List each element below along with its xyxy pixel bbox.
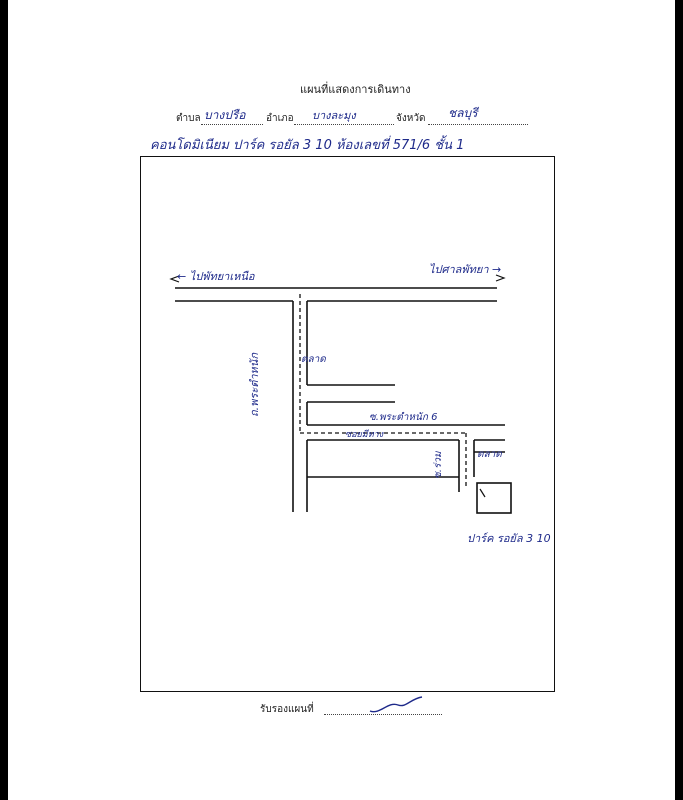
certify-dots: [324, 714, 442, 715]
page-title: แผนที่แสดงการเดินทาง: [300, 83, 411, 96]
vertical-road-label: ถ.พระตำหนัก: [248, 353, 261, 417]
province-label: จังหวัด: [396, 113, 426, 124]
document-page: แผนที่แสดงการเดินทาง ตำบล บางปรือ อำเภอ …: [8, 0, 675, 800]
place-label-1: ตลาด: [301, 354, 326, 365]
district-label: อำเภอ: [266, 113, 294, 124]
subdistrict-value: บางปรือ: [204, 108, 246, 122]
soi-sub-label: ซอยมีทาง: [345, 430, 384, 440]
province-value: ชลบุรี: [448, 106, 478, 120]
arrow-to-building-icon: [479, 488, 486, 498]
subdistrict-label: ตำบล: [176, 113, 201, 124]
subdistrict-dots: [201, 124, 263, 125]
address-line: คอนโดมิเนียม ปาร์ค รอยัล 3 10 ห้องเลขที่…: [150, 138, 465, 153]
destination-label: ปาร์ค รอยัล 3 10: [467, 532, 551, 545]
route-map: [169, 274, 512, 514]
small-soi-label: ซ.ร่วม: [433, 451, 444, 479]
signature: [369, 696, 423, 713]
province-dots: [428, 124, 528, 125]
district-value: บางละมุง: [312, 109, 356, 122]
arrow-left-icon: [169, 275, 180, 283]
road-right-label: ไปศาลพัทยา →: [429, 263, 502, 276]
road-left-label: ← ไปพัทยาเหนือ: [177, 270, 255, 283]
soi-label: ซ.พระตำหนัก 6: [369, 412, 438, 423]
certify-label: รับรองแผนที่: [260, 704, 314, 715]
district-dots: [294, 124, 394, 125]
arrow-right-icon: [495, 274, 506, 282]
map-frame: ← ไปพัทยาเหนือ ไปศาลพัทยา → ถ.พระตำหนัก …: [140, 156, 555, 692]
place-label-2: ตลาด: [477, 449, 502, 460]
destination-building: [476, 482, 512, 514]
